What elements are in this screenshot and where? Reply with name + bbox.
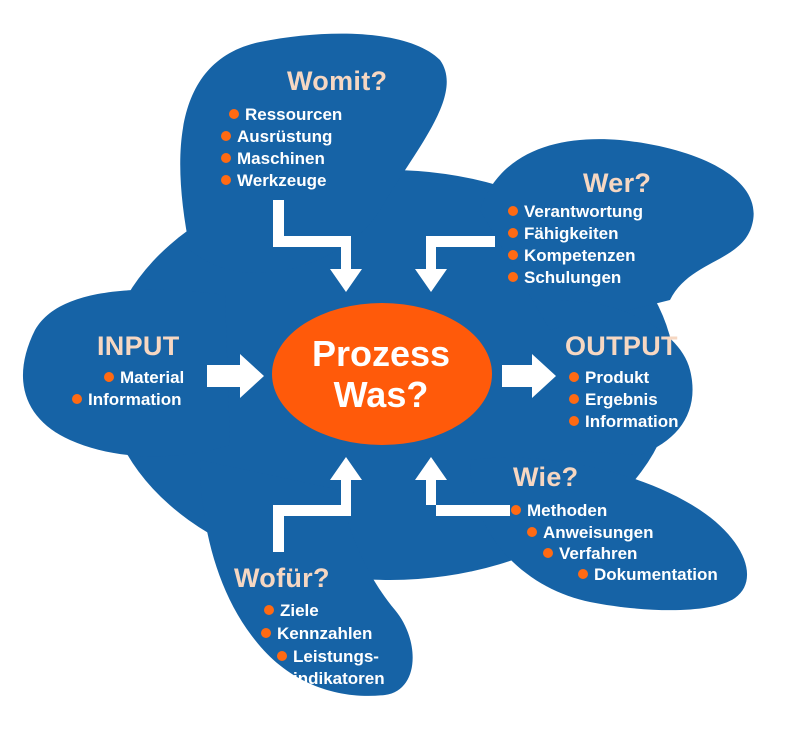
bullet-icon [527, 527, 537, 537]
input-heading: INPUT [97, 331, 180, 361]
bullet-icon [277, 651, 287, 661]
bullet-icon [508, 228, 518, 238]
bullet-icon [229, 109, 239, 119]
turtle-shell [22, 33, 754, 696]
output-item: Produkt [569, 367, 649, 389]
wer-item-label: Schulungen [524, 268, 622, 287]
output-item: Information [569, 411, 679, 433]
womit-item-label: Ressourcen [245, 105, 343, 124]
arrows [207, 200, 556, 552]
wie-item-label: Anweisungen [543, 523, 654, 542]
bullet-icon [72, 394, 82, 404]
bullet-icon [221, 153, 231, 163]
womit-item-label: Maschinen [237, 149, 325, 168]
wofuer-item: Ziele [264, 600, 319, 622]
wer-item-label: Fähigkeiten [524, 224, 619, 243]
output-item-label: Ergebnis [585, 390, 658, 409]
arrow-womit-icon [273, 200, 362, 292]
wofuer-item: Kennzahlen [261, 623, 372, 645]
wofuer-heading: Wofür? [234, 563, 330, 593]
output-item-label: Produkt [585, 368, 650, 387]
arrow-wofuer-icon [273, 457, 362, 552]
womit-item: Ressourcen [229, 104, 342, 126]
bullet-icon [508, 250, 518, 260]
wie-item-label: Dokumentation [594, 565, 718, 584]
bullet-icon [221, 131, 231, 141]
input-item: Material [104, 367, 184, 389]
wer-item-label: Verantwortung [524, 202, 644, 221]
womit-item: Ausrüstung [221, 126, 332, 148]
wer-item: Schulungen [508, 267, 621, 289]
bullet-icon [511, 505, 521, 515]
bullet-icon [543, 548, 553, 558]
wer-heading: Wer? [583, 168, 652, 198]
bullet-icon [261, 628, 271, 638]
wie-item-label: Verfahren [559, 544, 638, 563]
bullet-icon [264, 605, 274, 615]
wie-item-label: Methoden [527, 501, 608, 520]
wie-item: Verfahren [543, 543, 637, 565]
womit-item: Werkzeuge [221, 170, 326, 192]
wie-item: Methoden [511, 500, 607, 522]
wer-item: Verantwortung [508, 201, 643, 223]
bullet-icon [104, 372, 114, 382]
wie-item: Anweisungen [527, 522, 654, 544]
womit-item: Maschinen [221, 148, 325, 170]
wer-item: Fähigkeiten [508, 223, 618, 245]
wie-item: Dokumentation [578, 564, 718, 586]
wer-item: Kompetenzen [508, 245, 635, 267]
wofuer-item-label: Ziele [280, 601, 319, 620]
wofuer-item-continuation: indikatoren [293, 669, 385, 688]
output-heading: OUTPUT [565, 331, 678, 361]
input-item-label: Information [88, 390, 182, 409]
process-subtitle: Was? [333, 374, 429, 415]
arrow-wer-icon [415, 236, 495, 292]
bullet-icon [569, 394, 579, 404]
womit-item-label: Ausrüstung [237, 127, 333, 146]
arrow-input-icon [207, 354, 264, 398]
bullet-icon [221, 175, 231, 185]
process-label: Prozess Was? [272, 304, 490, 444]
output-item: Ergebnis [569, 389, 658, 411]
bullet-icon [569, 372, 579, 382]
arrow-wie-icon [415, 457, 510, 516]
wofuer-item: Leistungs- [277, 646, 379, 668]
bullet-icon [578, 569, 588, 579]
womit-item-label: Werkzeuge [237, 171, 327, 190]
input-item-label: Material [120, 368, 185, 387]
womit-heading: Womit? [287, 66, 388, 96]
process-title: Prozess [311, 333, 451, 374]
output-item-label: Information [585, 412, 679, 431]
wie-heading: Wie? [513, 462, 579, 492]
process-ellipse [272, 303, 492, 445]
bullet-icon [508, 272, 518, 282]
wofuer-item-label: Kennzahlen [277, 624, 373, 643]
bullet-icon [569, 416, 579, 426]
wer-item-label: Kompetenzen [524, 246, 636, 265]
input-item: Information [72, 389, 182, 411]
arrow-output-icon [502, 354, 556, 398]
wofuer-item-label: Leistungs- [293, 647, 379, 666]
bullet-icon [508, 206, 518, 216]
